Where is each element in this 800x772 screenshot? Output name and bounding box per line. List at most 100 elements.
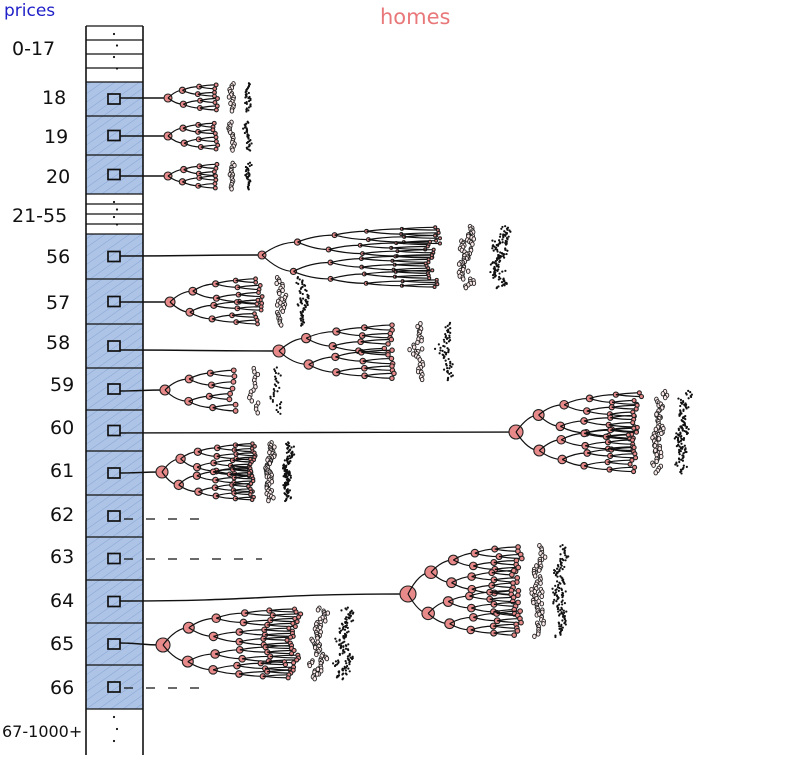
home-dot xyxy=(504,234,507,237)
home-dot xyxy=(347,617,351,620)
home-dot xyxy=(562,611,566,614)
home-node-small xyxy=(662,394,668,401)
home-edge xyxy=(211,381,234,386)
home-dot xyxy=(247,137,250,140)
home-edge xyxy=(493,625,517,629)
home-dot xyxy=(279,412,282,415)
home-dot xyxy=(687,397,690,400)
home-dot xyxy=(345,608,348,611)
home-edge xyxy=(330,273,365,280)
home-node xyxy=(212,100,218,105)
home-dot xyxy=(271,398,274,402)
home-edge xyxy=(364,327,393,331)
range-dot xyxy=(112,715,116,719)
home-edge xyxy=(234,477,254,480)
home-dot xyxy=(559,609,562,612)
home-node-small xyxy=(465,268,471,274)
home-dot xyxy=(446,324,449,327)
price-label-20: 20 xyxy=(46,166,70,188)
home-dot xyxy=(299,291,302,295)
home-dot xyxy=(552,602,555,605)
home-edge xyxy=(272,613,301,616)
home-dot xyxy=(500,227,503,230)
home-edge xyxy=(609,468,634,473)
home-edge xyxy=(213,304,238,309)
home-edge xyxy=(610,455,636,459)
link-56 xyxy=(119,254,261,257)
home-dot xyxy=(242,127,245,130)
home-edge xyxy=(234,449,253,453)
home-dot xyxy=(676,464,679,467)
home-node xyxy=(248,481,254,486)
home-tree-19 xyxy=(163,119,253,153)
home-dot xyxy=(553,593,556,597)
home-dot xyxy=(344,647,348,650)
home-dot xyxy=(248,174,251,177)
home-dot xyxy=(337,671,341,674)
home-node-small xyxy=(255,410,260,416)
home-edge xyxy=(489,596,514,600)
home-edge xyxy=(210,372,235,377)
home-node xyxy=(230,378,237,385)
home-dot xyxy=(433,347,437,350)
home-edge xyxy=(239,631,265,636)
home-node xyxy=(431,247,436,252)
home-dot xyxy=(447,351,450,354)
home-dot xyxy=(272,394,275,398)
home-dot xyxy=(334,637,337,640)
home-dot xyxy=(496,244,500,247)
bucket-hatch-66 xyxy=(86,665,143,709)
home-edge xyxy=(242,655,271,660)
home-dot xyxy=(249,149,252,152)
home-dot xyxy=(300,319,303,322)
home-node-small xyxy=(229,108,235,114)
home-edge xyxy=(361,266,394,271)
home-dot xyxy=(301,297,305,300)
home-node-small xyxy=(531,599,536,606)
home-dot xyxy=(345,662,348,665)
home-node xyxy=(255,297,261,303)
home-dot xyxy=(274,371,278,375)
home-dot xyxy=(276,390,279,393)
home-dot xyxy=(554,635,557,639)
home-dot xyxy=(442,356,445,360)
home-dot xyxy=(448,334,451,337)
home-dot xyxy=(492,276,495,279)
home-dot xyxy=(685,393,688,396)
home-node xyxy=(518,619,524,626)
home-dot xyxy=(680,402,684,405)
home-dot xyxy=(331,662,335,665)
home-dot xyxy=(678,453,681,456)
home-edge xyxy=(362,332,391,337)
home-dot xyxy=(443,345,446,348)
range-dot xyxy=(115,223,119,226)
home-edge xyxy=(364,365,392,369)
home-dot xyxy=(347,648,350,652)
home-edge xyxy=(262,674,289,677)
home-edge xyxy=(364,271,396,275)
home-dot xyxy=(501,225,504,229)
home-edge xyxy=(212,404,236,409)
home-dot xyxy=(559,553,562,556)
home-edge xyxy=(239,649,268,653)
home-dot xyxy=(289,457,292,460)
home-edge xyxy=(491,582,514,587)
home-dot xyxy=(335,676,338,679)
bucket-hatch-18 xyxy=(86,82,143,116)
home-edge xyxy=(237,284,261,288)
home-dot xyxy=(344,621,347,625)
home-node xyxy=(638,393,645,400)
range-dot xyxy=(115,67,119,70)
home-dot xyxy=(244,96,247,99)
home-node-small xyxy=(255,371,261,378)
home-node xyxy=(213,107,219,113)
home-dot xyxy=(681,459,685,462)
home-dot xyxy=(345,631,349,634)
home-edge xyxy=(491,584,514,589)
home-node xyxy=(213,177,219,183)
home-dot xyxy=(245,130,249,134)
home-edge xyxy=(494,548,518,552)
range-dot xyxy=(112,32,116,36)
bucket-key-58 xyxy=(107,340,121,352)
home-edge xyxy=(210,369,234,374)
